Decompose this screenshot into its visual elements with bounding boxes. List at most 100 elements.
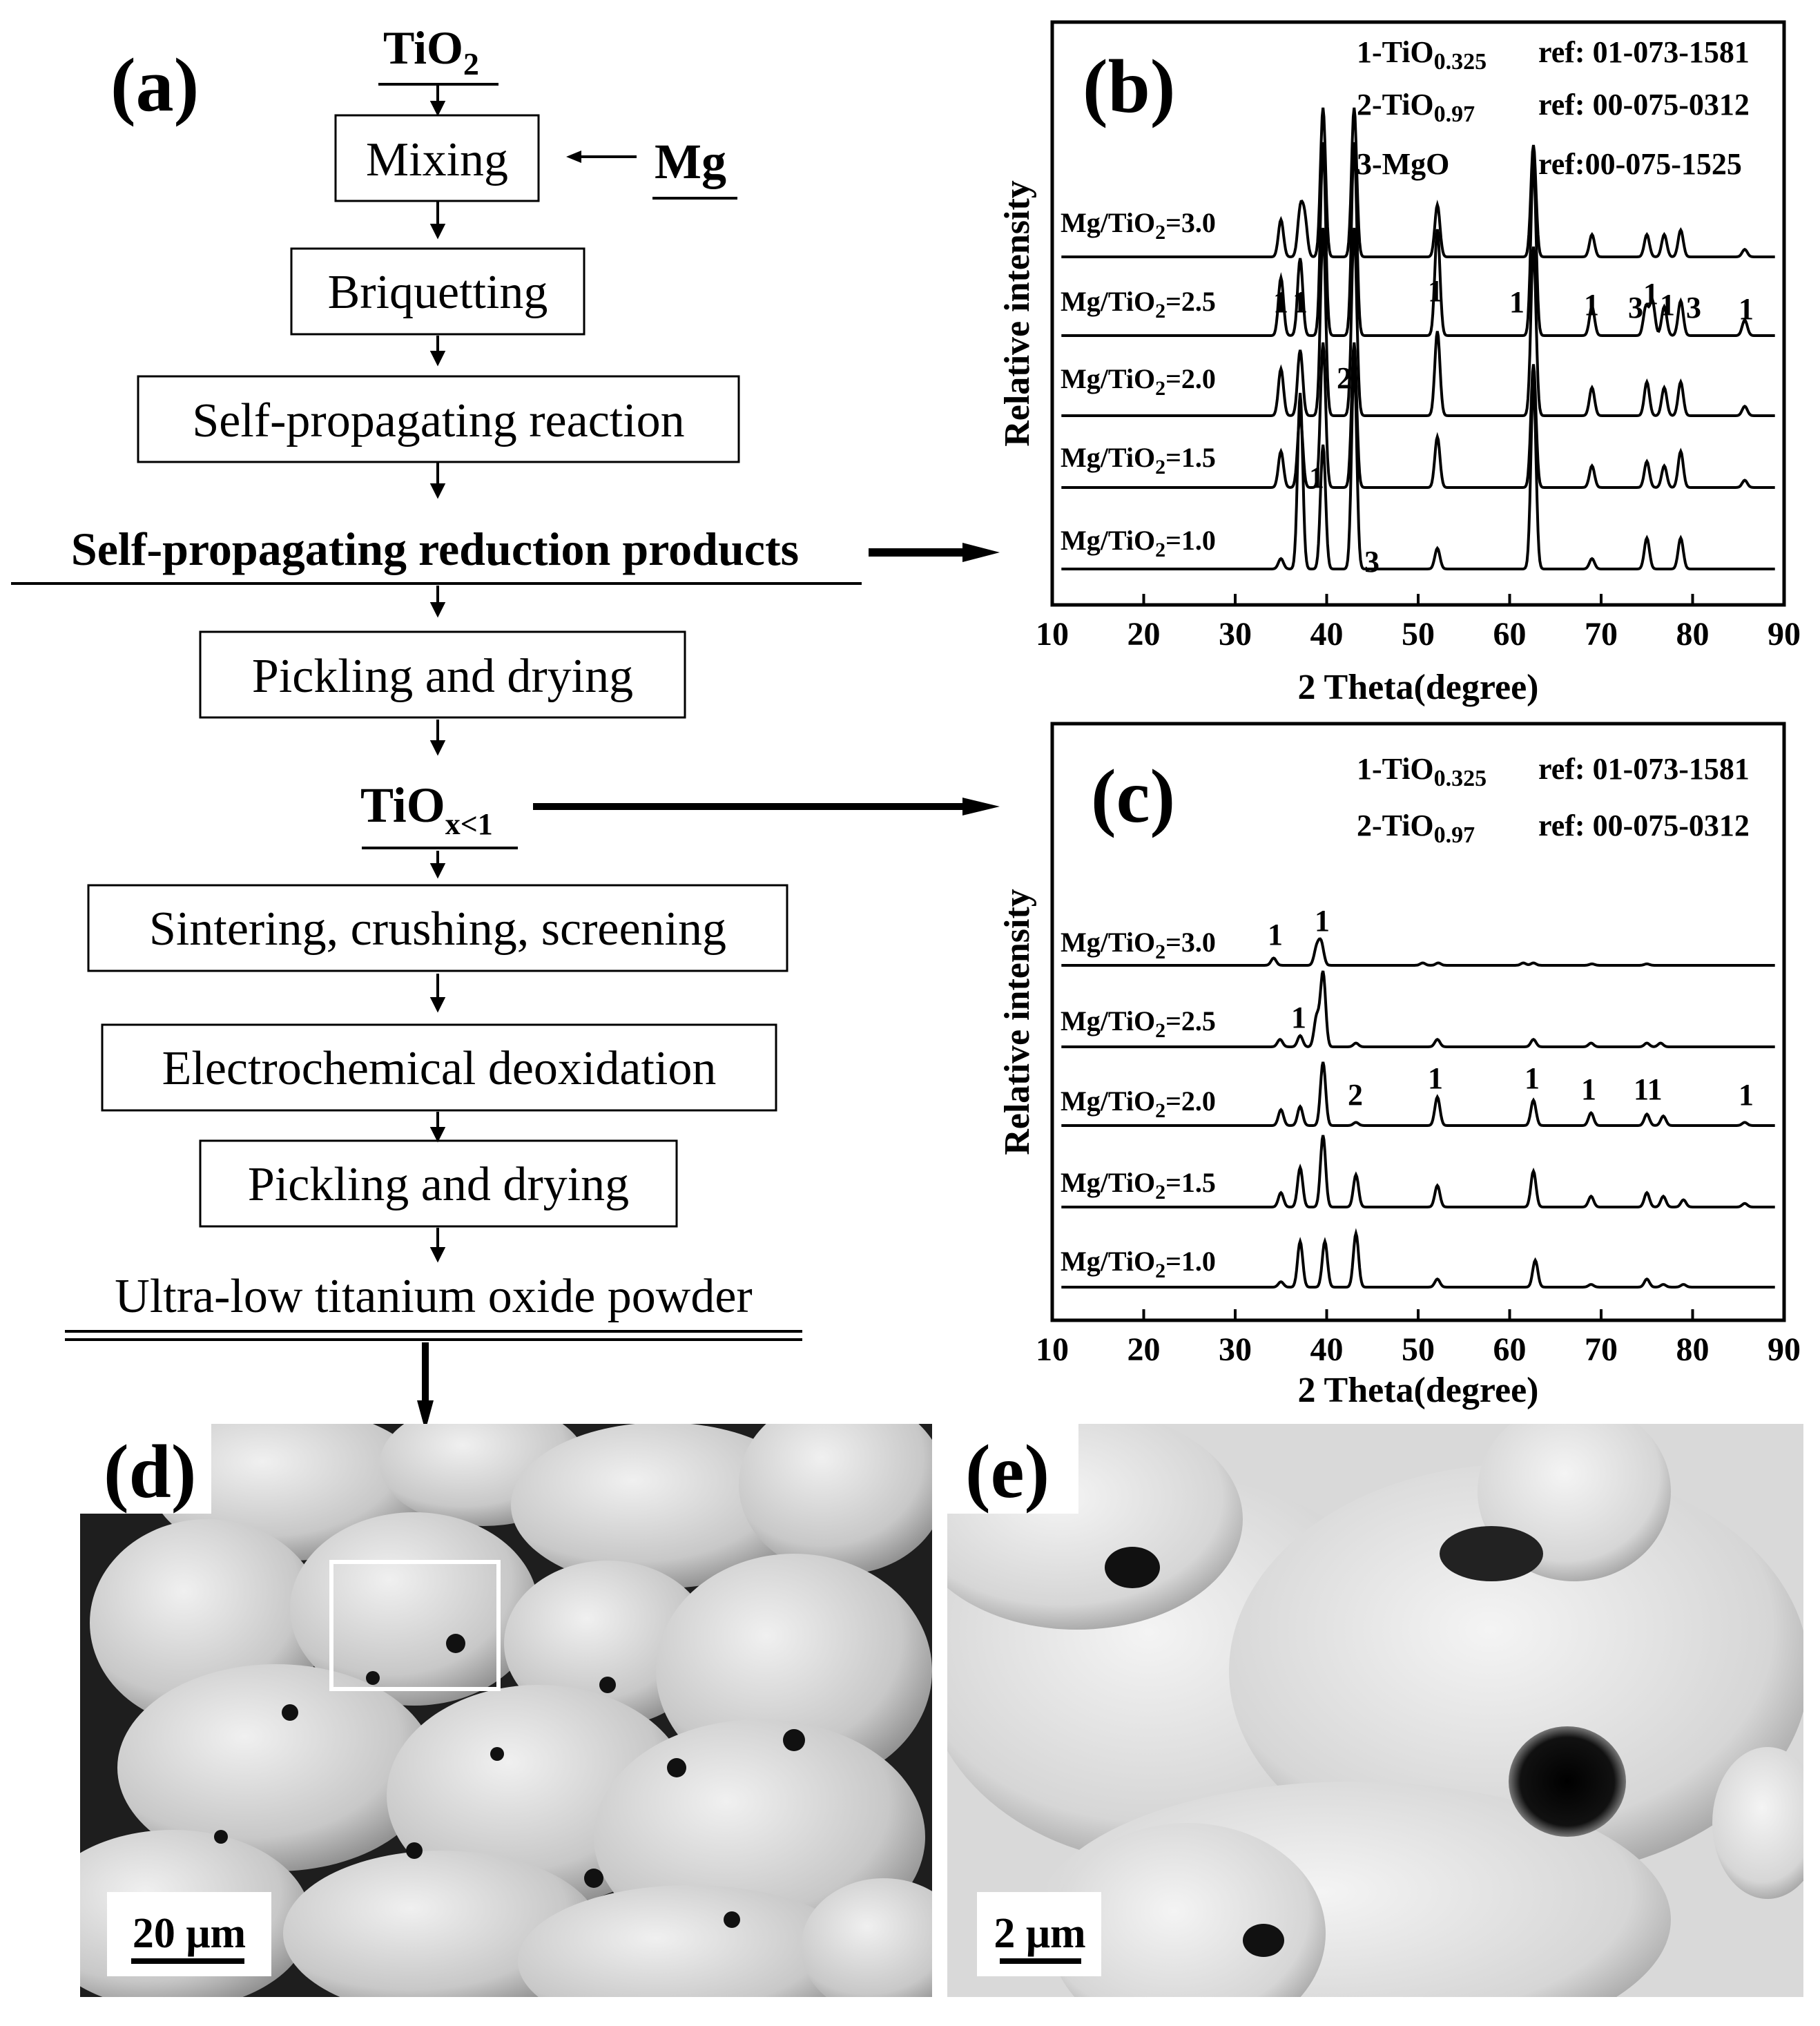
panel-b-ref-2-code: ref: 00-075-0312 <box>1538 88 1750 122</box>
peak-label: 3 <box>1364 545 1379 579</box>
peak-label: 3 <box>1686 291 1701 325</box>
panel-b-ref-3: 3-MgO <box>1357 147 1449 181</box>
panel-a-flowchart: (a) TiO2 Mg Mixing Briquetting Self-prop… <box>11 21 1000 1431</box>
peak-label: 1 <box>1739 292 1754 326</box>
panel-d-letter: (d) <box>104 1429 196 1514</box>
panel-c-ref-1: 1-TiO0.325 <box>1357 752 1487 791</box>
panel-c-xlabel: 2 Theta(degree) <box>1298 1371 1539 1410</box>
step-box-sintering <box>87 884 788 972</box>
step-electrochemical-deoxidation: Electrochemical deoxidation <box>162 1042 717 1095</box>
x-tick-label: 50 <box>1402 616 1435 653</box>
step-mixing: Mixing <box>366 133 508 186</box>
x-tick-label: 90 <box>1768 1331 1801 1368</box>
step-self-propagating-reduction-products: Self-propagating reduction products <box>71 523 799 575</box>
step-box-pickling-1 <box>199 630 686 719</box>
peak-label: 1 <box>1309 461 1324 494</box>
x-tick-label: 70 <box>1585 1331 1618 1368</box>
sem-particles <box>80 1424 932 1997</box>
step-box-mixing <box>334 114 540 202</box>
zoom-region-box <box>329 1560 501 1691</box>
mg-input-label: Mg <box>655 134 726 189</box>
peak-label: 1 <box>1509 285 1524 319</box>
x-tick-label: 10 <box>1036 616 1069 653</box>
panel-b-series: Mg/TiO2=3.0Mg/TiO2=2.5Mg/TiO2=2.0Mg/TiO2… <box>1061 107 1775 570</box>
sem-pores <box>214 1634 805 1928</box>
peak-label: 2 <box>1337 361 1352 395</box>
peak-label: 1 <box>1291 1001 1306 1034</box>
step-box-electrochemical <box>101 1023 777 1112</box>
xrd-pattern-line <box>1061 227 1775 417</box>
panel-a-letter: (a) <box>110 43 199 127</box>
series-label: Mg/TiO2=2.5 <box>1061 286 1216 322</box>
xrd-pattern-line <box>1061 342 1775 489</box>
x-tick-label: 50 <box>1402 1331 1435 1368</box>
xrd-pattern-line <box>1061 361 1775 570</box>
step-box-briquetting <box>290 247 585 336</box>
peak-label: 1 <box>1739 1078 1754 1112</box>
xrd-pattern-line <box>1061 937 1775 967</box>
xrd-pattern-line <box>1061 1228 1775 1289</box>
x-tick-label: 20 <box>1127 616 1161 653</box>
panel-c-references: 1-TiO0.325 ref: 01-073-1581 2-TiO0.97 re… <box>1357 752 1750 848</box>
connector-arrows <box>417 543 1000 1431</box>
panel-d-sem-image: (d) 20 μm <box>80 1424 932 1997</box>
series-label: Mg/TiO2=3.0 <box>1061 207 1216 244</box>
x-tick-label: 80 <box>1676 616 1710 653</box>
peak-label: 1 <box>1660 288 1675 322</box>
x-tick-label: 30 <box>1219 616 1252 653</box>
series-label: Mg/TiO2=2.5 <box>1061 1005 1216 1042</box>
tiox-label: TiOx<1 <box>360 778 493 841</box>
series-label: Mg/TiO2=2.0 <box>1061 363 1216 400</box>
series-label: Mg/TiO2=1.5 <box>1061 1167 1216 1204</box>
panel-b-peak-labels: 1 1 1 1 1 3 1 1 3 1 2 1 3 <box>1273 274 1754 579</box>
panel-b-ref-3-code: ref:00-075-1525 <box>1538 147 1742 181</box>
x-tick-label: 70 <box>1585 616 1618 653</box>
xrd-pattern-line <box>1061 107 1775 258</box>
peak-label: 1 <box>1581 1072 1596 1106</box>
panel-b-references: 1-TiO0.325 ref: 01-073-1581 2-TiO0.97 re… <box>1357 35 1750 181</box>
peak-label: 1 <box>1315 904 1330 938</box>
x-tick-label: 20 <box>1127 1331 1161 1368</box>
step-briquetting: Briquetting <box>328 266 548 319</box>
panel-b-xrd-chart: (b) Relative intensity 2 Theta(degree) 1… <box>998 20 1801 707</box>
panel-e-sem-image: (e) 2 μm <box>947 1424 1803 1997</box>
sem-surface-pores <box>1105 1526 1626 1957</box>
peak-label: 1 <box>1584 288 1599 322</box>
panel-b-xlabel: 2 Theta(degree) <box>1298 668 1539 707</box>
flow-down-arrows <box>429 86 446 1263</box>
xrd-pattern-line <box>1061 1061 1775 1127</box>
panel-d-scale-label: 20 μm <box>133 1910 246 1957</box>
peak-label: 1 <box>1643 277 1658 311</box>
x-tick-label: 40 <box>1310 1331 1344 1368</box>
panel-c-ref-1-code: ref: 01-073-1581 <box>1538 752 1750 786</box>
xrd-pattern-line <box>1061 1135 1775 1208</box>
peak-label: 2 <box>1348 1078 1363 1112</box>
series-label: Mg/TiO2=1.0 <box>1061 1246 1216 1282</box>
step-box-self-propagating-reaction <box>137 375 740 463</box>
step-pickling-2: Pickling and drying <box>248 1158 629 1211</box>
step-ultra-low-powder: Ultra-low titanium oxide powder <box>115 1270 752 1323</box>
panel-c-series: Mg/TiO2=3.0Mg/TiO2=2.5Mg/TiO2=2.0Mg/TiO2… <box>1061 927 1775 1289</box>
peak-label: 1 <box>1293 285 1308 319</box>
panel-e-letter: (e) <box>965 1429 1049 1514</box>
xrd-pattern-line <box>1061 970 1775 1048</box>
x-tick-label: 80 <box>1676 1331 1710 1368</box>
peak-label: 3 <box>1628 291 1643 325</box>
panel-c-ref-2: 2-TiO0.97 <box>1357 809 1475 848</box>
panel-c-peak-labels: 1 1 1 2 1 1 1 11 1 <box>1268 904 1754 1112</box>
panel-e-scale-label: 2 μm <box>994 1910 1085 1957</box>
step-pickling-1: Pickling and drying <box>252 650 633 703</box>
sem-surface <box>947 1424 1803 1997</box>
x-tick-label: 90 <box>1768 616 1801 653</box>
mg-arrow-head <box>566 151 581 163</box>
panel-c-letter: (c) <box>1091 754 1175 838</box>
panel-b-letter: (b) <box>1083 44 1175 128</box>
panel-b-ref-1-code: ref: 01-073-1581 <box>1538 35 1750 69</box>
panel-b-ylabel: Relative intensity <box>998 180 1037 447</box>
peak-label: 1 <box>1524 1061 1540 1095</box>
panel-b-ref-2: 2-TiO0.97 <box>1357 88 1475 127</box>
series-label: Mg/TiO2=1.0 <box>1061 525 1216 561</box>
xrd-pattern-line <box>1061 142 1775 337</box>
